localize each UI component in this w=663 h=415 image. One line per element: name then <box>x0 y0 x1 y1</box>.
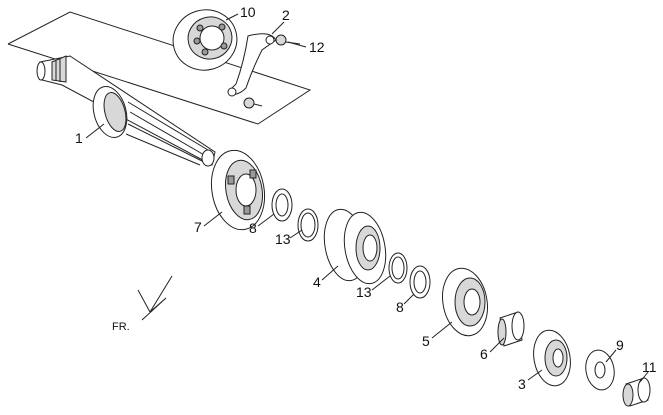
callout-11: 11 <box>642 359 657 375</box>
bearing-inset-box <box>7 11 312 125</box>
callout-8-lower: 8 <box>396 299 404 315</box>
circlip-part-13-lower <box>388 252 408 284</box>
callout-8-upper: 8 <box>249 220 257 236</box>
gear-part-4 <box>323 208 387 285</box>
callout-7: 7 <box>194 219 202 235</box>
callout-4: 4 <box>313 274 321 290</box>
gear-part-5 <box>442 267 488 337</box>
callout-10: 10 <box>240 4 256 20</box>
callout-1: 1 <box>75 130 83 146</box>
callout-3: 3 <box>518 376 526 392</box>
gear-part-7 <box>210 149 266 231</box>
screws-part-12 <box>243 34 301 109</box>
bushing-part-6 <box>497 311 525 347</box>
front-direction-arrow <box>137 275 173 321</box>
callout-5: 5 <box>422 333 430 349</box>
needle-bearing-part-11 <box>622 377 651 407</box>
callout-13-upper: 13 <box>275 231 291 247</box>
callout-12: 12 <box>309 39 325 55</box>
retainer-plate-part-2 <box>227 33 277 97</box>
front-direction-label: FR. <box>112 321 130 333</box>
thrust-washer-part-8-lower <box>409 265 431 299</box>
callout-13-lower: 13 <box>356 284 372 300</box>
leader-lines <box>85 13 649 383</box>
callout-9: 9 <box>616 337 624 353</box>
bearing-part-10 <box>172 9 238 71</box>
main-shaft-part-1 <box>36 55 216 167</box>
thrust-washer-part-8-upper <box>271 188 293 222</box>
callout-2: 2 <box>282 7 290 23</box>
gear-part-3 <box>533 329 571 387</box>
callout-6: 6 <box>480 346 488 362</box>
circlip-part-13-upper <box>297 208 319 242</box>
